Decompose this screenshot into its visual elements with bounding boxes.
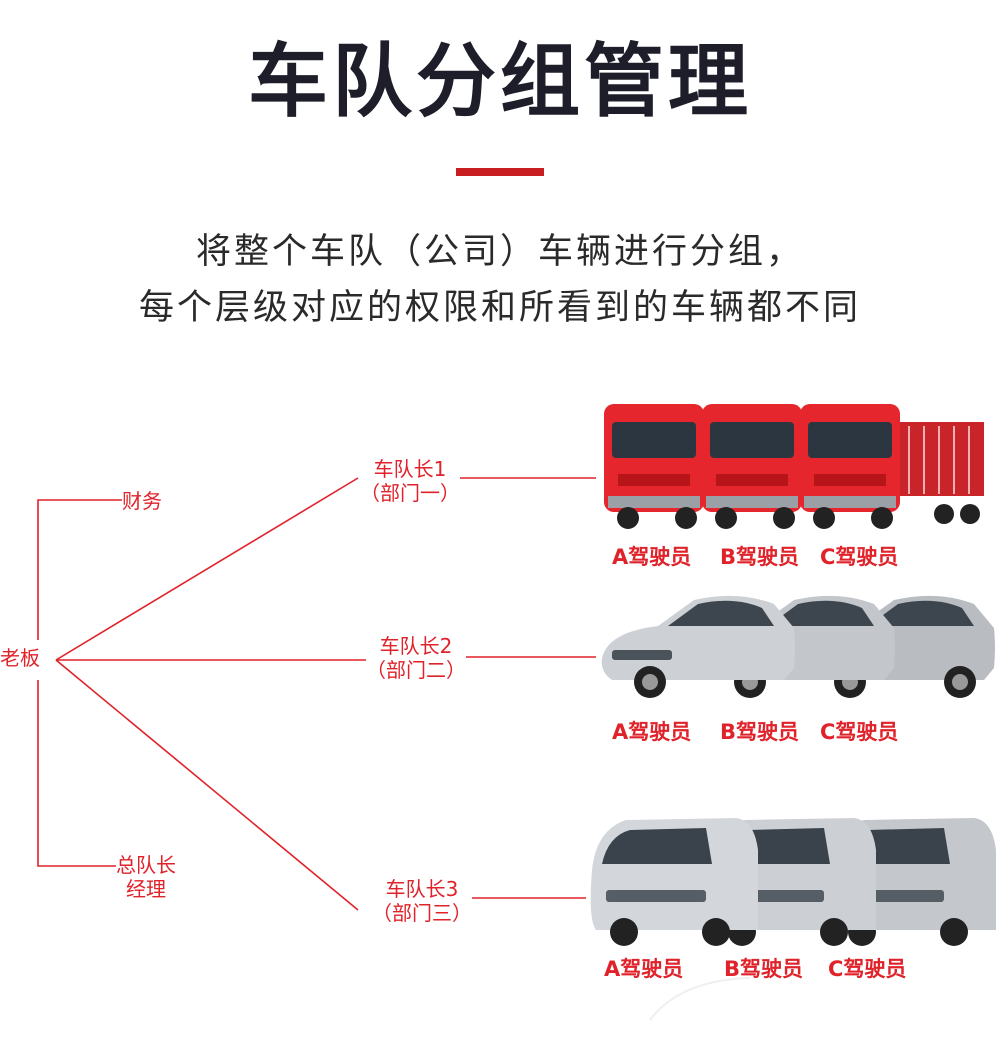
node-captain-2-line2: （部门二） <box>366 658 466 682</box>
node-chief: 总队长 经理 <box>116 853 176 901</box>
subtitle-line-1: 将整个车队（公司）车辆进行分组， <box>195 232 804 272</box>
truck-group-image <box>604 404 984 529</box>
node-boss-label: 老板 <box>0 646 40 670</box>
car-driver-a: A驾驶员 <box>612 720 692 744</box>
page-title: 车队分组管理 <box>248 35 752 128</box>
title-underline <box>456 168 544 176</box>
van-driver-b: B驾驶员 <box>724 957 804 981</box>
line-boss-captain3 <box>55 659 359 911</box>
node-chief-line1: 总队长 <box>116 853 176 877</box>
truck-driver-a: A驾驶员 <box>612 545 692 569</box>
node-captain-3: 车队长3 （部门三） <box>372 877 472 925</box>
van-driver-c: C驾驶员 <box>828 957 907 981</box>
node-captain-2: 车队长2 （部门二） <box>366 634 466 682</box>
car-icon <box>601 595 995 698</box>
node-captain-1: 车队长1 （部门一） <box>360 457 460 505</box>
van-icon <box>590 818 996 946</box>
node-finance-label: 财务 <box>122 489 162 513</box>
node-captain-3-line1: 车队长3 <box>385 877 459 901</box>
car-driver-c: C驾驶员 <box>820 720 899 744</box>
node-captain-3-line2: （部门三） <box>372 901 472 925</box>
watermark-icon <box>649 977 751 1021</box>
node-captain-1-line2: （部门一） <box>360 481 460 505</box>
node-chief-line2: 经理 <box>126 877 166 901</box>
node-boss: 老板 <box>0 646 40 670</box>
line-boss-captain1 <box>55 477 359 661</box>
truck-driver-c: C驾驶员 <box>820 545 899 569</box>
truck-driver-b: B驾驶员 <box>720 545 800 569</box>
node-captain-2-line1: 车队长2 <box>379 634 453 658</box>
node-captain-1-line1: 车队长1 <box>373 457 447 481</box>
car-group-image <box>601 595 995 698</box>
line-boss-finance <box>37 499 122 640</box>
truck-icon <box>604 404 984 529</box>
node-finance: 财务 <box>122 489 162 513</box>
line-boss-chief <box>37 680 120 867</box>
car-driver-b: B驾驶员 <box>720 720 800 744</box>
van-group-image <box>590 818 996 946</box>
subtitle-line-2: 每个层级对应的权限和所看到的车辆都不同 <box>138 288 861 328</box>
van-driver-a: A驾驶员 <box>604 957 684 981</box>
